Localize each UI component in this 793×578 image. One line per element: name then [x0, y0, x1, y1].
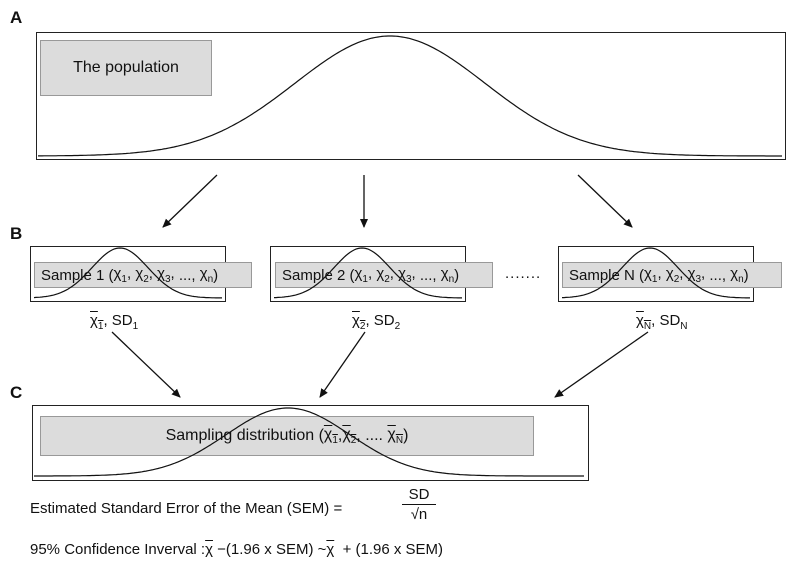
sample-n-x3: χ3, [687, 265, 710, 285]
population-label: The population [40, 40, 212, 96]
sample-2-stats: χ2, SD2 [352, 312, 401, 332]
sem-formula: Estimated Standard Error of the Mean (SE… [30, 500, 342, 517]
sample-1-mean: χ1 [90, 312, 104, 332]
sample-2-xn: χn [440, 265, 455, 285]
sample-1-stats: χ1, SD1 [90, 312, 139, 332]
sample-curves [33, 247, 750, 299]
sample-2-close: ) [454, 266, 460, 284]
ci-mean-1: χ [205, 541, 213, 558]
sampling-curve [34, 407, 584, 477]
sem-denominator: √n [410, 506, 428, 523]
sample-n-close: ) [743, 266, 749, 284]
arrow-sample-n-to-sampling [554, 331, 649, 398]
sample-2-x1: χ1, [354, 265, 377, 285]
sampling-bell-curve [34, 407, 584, 477]
sampling-x1: χ1 [323, 425, 338, 447]
sampling-prefix: Sampling distribution ( [165, 427, 324, 444]
sample-n-label: Sample N ( χ1, χ2, χ3, ..., χn ) [562, 262, 782, 288]
sample-bell-curve-2 [274, 247, 462, 299]
sample-n-stats: χN, SDN [636, 312, 688, 332]
sample-n-mean: χN [636, 312, 652, 332]
sample-1-sd: SD1 [111, 312, 139, 332]
sampling-x2: χ2 [342, 425, 357, 447]
panel-label-c: C [10, 383, 23, 402]
sem-numerator: SD [402, 486, 436, 505]
sem-text: Estimated Standard Error of the Mean (SE… [30, 500, 343, 517]
ci-formula: 95% Confidence Inverval :χ −(1.96 x SEM)… [30, 541, 443, 558]
population-label-text: The population [73, 59, 179, 76]
sampling-dots: .... [365, 427, 383, 444]
population-curve [38, 35, 782, 157]
sample-bell-curve-3 [562, 247, 750, 299]
sample-bell-curve-1 [33, 247, 222, 299]
sample-1-prefix: Sample 1 ( [41, 266, 114, 284]
sample-1-xn: χn [199, 265, 214, 285]
sample-1-label: Sample 1 ( χ1, χ2, χ3, ..., χn ) [34, 262, 252, 288]
sample-n-x1: χ1, [644, 265, 666, 285]
sampling-distribution-box [32, 405, 589, 481]
sample-2-ellipsis: ..., [419, 266, 437, 284]
sampling-close: ) [403, 427, 409, 444]
arrow-population-to-sample-n [577, 174, 633, 228]
sample-n-ellipsis: ..., [709, 266, 727, 284]
sample-n-x2: χ2, [665, 265, 688, 285]
population-bell-curve [38, 35, 782, 157]
sem-fraction: SD √n [402, 486, 436, 523]
sampling-xn: χN [387, 425, 404, 447]
sample-1-x1: χ1, [113, 265, 136, 285]
ci-mean-2: χ [326, 541, 335, 558]
sample-1-x3: χ3, [157, 265, 179, 285]
sample-2-mean: χ2 [352, 312, 366, 332]
sample-1-close: ) [213, 266, 219, 284]
sample-2-prefix: Sample 2 ( [282, 266, 355, 284]
sample-n-prefix: Sample N ( [569, 266, 645, 284]
arrow-sample-2-to-sampling [319, 331, 366, 398]
ci-upper: + (1.96 x SEM) [342, 541, 444, 558]
sample-2-x3: χ3, [398, 265, 420, 285]
ci-lower: −(1.96 x SEM) ~ [217, 541, 327, 558]
samples-continuation-dots: ....... [505, 265, 542, 282]
sampling-distribution-label: Sampling distribution ( χ1, χ2, .... χN … [40, 416, 534, 456]
panel-label-a: A [10, 8, 23, 27]
sample-n-xn: χn [730, 265, 744, 285]
arrow-sample-1-to-sampling [111, 331, 181, 398]
sample-n-sd: SDN [659, 312, 688, 332]
sample-2-x2: χ2, [376, 265, 399, 285]
panel-label-b: B [10, 224, 23, 243]
sample-1-x2: χ2, [135, 265, 158, 285]
sample-1-ellipsis: ..., [178, 266, 196, 284]
ci-prefix: 95% Confidence Inverval : [30, 541, 206, 558]
sample-2-label: Sample 2 ( χ1, χ2, χ3, ..., χn ) [275, 262, 493, 288]
arrow-population-to-sample-1 [162, 174, 218, 228]
sample-2-sd: SD2 [373, 312, 401, 332]
